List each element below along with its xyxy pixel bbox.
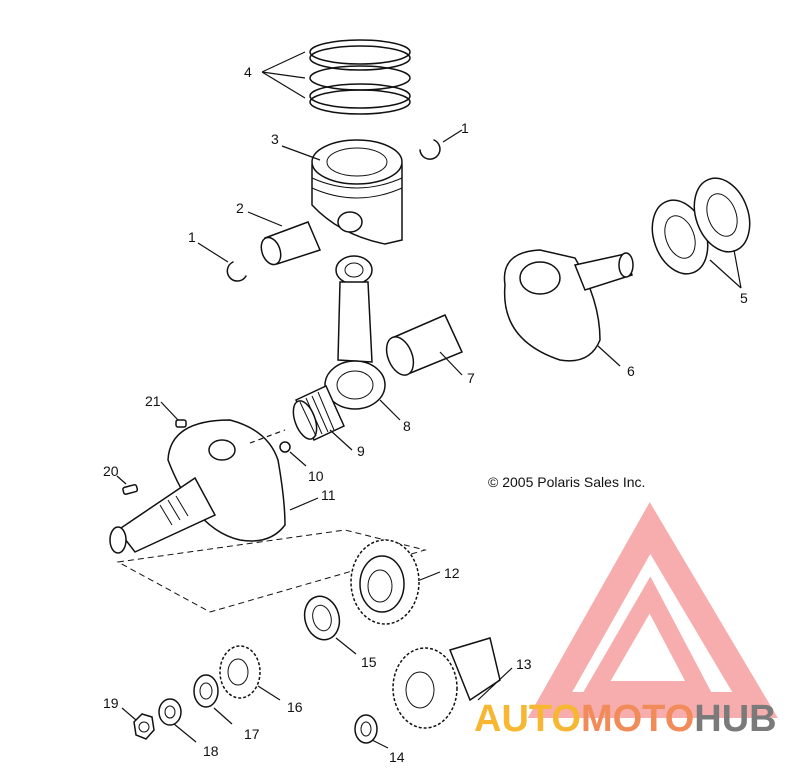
callout-12: 12 xyxy=(444,565,460,581)
circlip-upper xyxy=(419,129,463,160)
small-gear-16 xyxy=(219,645,281,701)
piston-rings xyxy=(261,39,411,115)
crankshaft-left xyxy=(109,419,319,554)
needle-bearing xyxy=(292,384,353,451)
piston-pin xyxy=(247,211,322,266)
callout-11: 11 xyxy=(321,487,336,503)
callout-17: 17 xyxy=(244,726,260,742)
washer-14 xyxy=(354,714,389,749)
callout-16: 16 xyxy=(287,699,303,715)
callout-4: 4 xyxy=(244,64,252,80)
piston xyxy=(281,139,403,245)
callout-10: 10 xyxy=(308,468,324,484)
callout-1-upper: 1 xyxy=(461,120,469,136)
callout-8: 8 xyxy=(403,418,411,434)
watermark-moto: MOTO xyxy=(580,698,695,740)
connecting-rod xyxy=(324,255,401,421)
washer-15 xyxy=(303,595,357,655)
callout-7: 7 xyxy=(467,370,475,386)
watermark-auto: AUTO xyxy=(474,698,581,740)
callout-9: 9 xyxy=(357,443,365,459)
ball-bearings xyxy=(651,177,751,289)
assembly-outline xyxy=(116,529,427,613)
watermark-logo xyxy=(527,502,778,718)
callout-14: 14 xyxy=(389,749,405,765)
callout-1-lower: 1 xyxy=(188,229,196,245)
callout-20: 20 xyxy=(103,463,119,479)
callout-2: 2 xyxy=(236,200,244,216)
nut-19 xyxy=(121,707,155,740)
circlip-lower xyxy=(197,242,247,282)
washer-18 xyxy=(158,698,197,743)
key-20 xyxy=(116,475,139,495)
pin-21 xyxy=(160,401,187,428)
copyright-notice: © 2005 Polaris Sales Inc. xyxy=(488,474,646,490)
watermark-hub: HUB xyxy=(694,698,777,740)
callout-3: 3 xyxy=(271,131,279,147)
watermark-text: AUTOMOTOHUB xyxy=(474,698,777,741)
callout-13: 13 xyxy=(516,656,532,672)
dowel-pin-10 xyxy=(279,441,307,467)
nut-17 xyxy=(193,674,233,725)
callout-6: 6 xyxy=(627,363,635,379)
balance-shaft xyxy=(392,637,513,729)
callout-5: 5 xyxy=(740,290,748,306)
callout-19: 19 xyxy=(103,695,119,711)
callout-18: 18 xyxy=(203,743,219,759)
crank-half-right xyxy=(503,249,634,367)
callout-21: 21 xyxy=(145,393,161,409)
callout-15: 15 xyxy=(361,654,377,670)
drive-gear xyxy=(350,539,441,625)
bushing xyxy=(385,314,464,376)
